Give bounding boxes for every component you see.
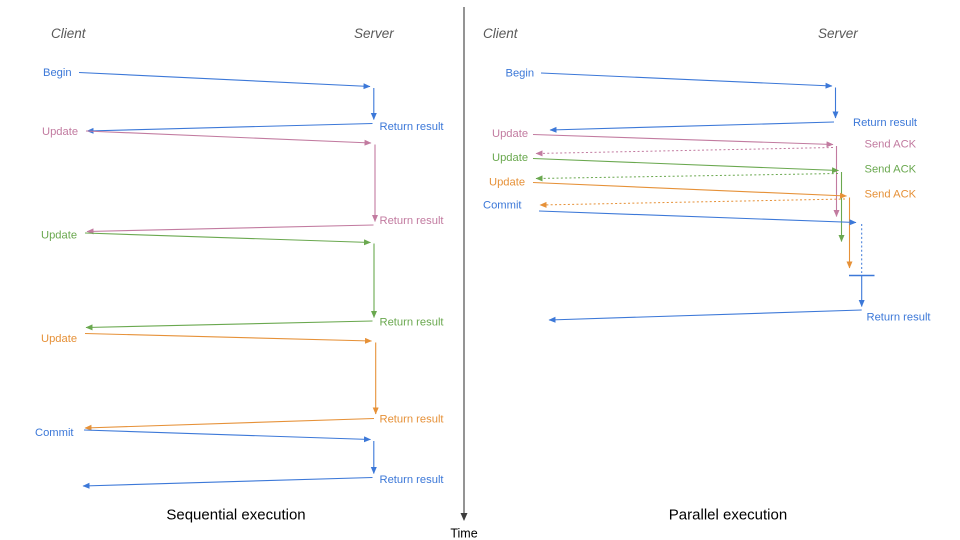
- seq-update-3-response-label: Return result: [380, 414, 445, 426]
- par-update-3-request-arrow: [532, 181, 847, 199]
- seq-begin-response-label: Return result: [380, 121, 445, 133]
- seq-commit-label: Commit: [35, 427, 74, 439]
- seq-begin-response-arrow: [86, 122, 373, 134]
- seq-update-2-response-label: Return result: [380, 317, 445, 329]
- sequential-caption: Sequential execution: [166, 507, 305, 524]
- par-client-header: Client: [483, 26, 519, 41]
- par-begin-label: Begin: [506, 68, 535, 80]
- seq-update-2-response-arrow: [85, 320, 373, 331]
- seq-commit-request-arrow: [83, 429, 371, 443]
- par-update-3-ack-arrow: [539, 198, 846, 208]
- seq-client-header: Client: [51, 26, 87, 41]
- par-server-header: Server: [818, 26, 858, 41]
- par-commit-response-arrow: [548, 309, 862, 323]
- seq-update-1-response-arrow: [86, 224, 374, 235]
- par-update-1-label: Update: [492, 128, 528, 140]
- par-update-2-ack-label: Send ACK: [865, 164, 917, 176]
- seq-update-3-response-arrow: [84, 417, 375, 431]
- time-axis-label: Time: [450, 527, 477, 540]
- seq-begin-request-arrow: [78, 71, 371, 90]
- par-update-3-label: Update: [489, 177, 525, 189]
- parallel-caption: Parallel execution: [669, 507, 787, 524]
- par-update-1-request-arrow: [532, 133, 834, 148]
- seq-begin-label: Begin: [43, 67, 72, 79]
- par-begin-response-arrow: [549, 121, 835, 133]
- par-commit-label: Commit: [483, 200, 522, 212]
- par-update-1-ack-label: Send ACK: [865, 139, 917, 151]
- seq-update-3-label: Update: [41, 333, 77, 345]
- par-commit-response-label: Return result: [867, 312, 932, 324]
- sequential-execution-panel: Client Server Begin Return result Update…: [35, 26, 444, 524]
- parallel-execution-panel: Client Server Begin Return result Update…: [483, 26, 931, 524]
- seq-update-1-response-label: Return result: [380, 215, 445, 227]
- par-update-2-request-arrow: [532, 157, 839, 174]
- par-update-1-ack-arrow: [535, 147, 834, 157]
- time-axis: Time: [450, 7, 478, 540]
- seq-update-2-label: Update: [41, 230, 77, 242]
- seq-commit-response-label: Return result: [380, 474, 445, 486]
- par-update-2-label: Update: [492, 152, 528, 164]
- seq-update-1-request-arrow: [85, 130, 372, 146]
- seq-commit-response-arrow: [82, 476, 373, 489]
- seq-update-2-request-arrow: [84, 232, 371, 246]
- seq-server-header: Server: [354, 26, 394, 41]
- par-update-3-ack-label: Send ACK: [865, 189, 917, 201]
- par-begin-response-label: Return result: [853, 117, 918, 129]
- seq-update-1-label: Update: [42, 126, 78, 138]
- par-update-2-ack-arrow: [535, 173, 839, 182]
- seq-update-3-request-arrow: [84, 332, 372, 344]
- par-begin-request-arrow: [540, 72, 833, 89]
- par-commit-request-arrow: [538, 210, 857, 226]
